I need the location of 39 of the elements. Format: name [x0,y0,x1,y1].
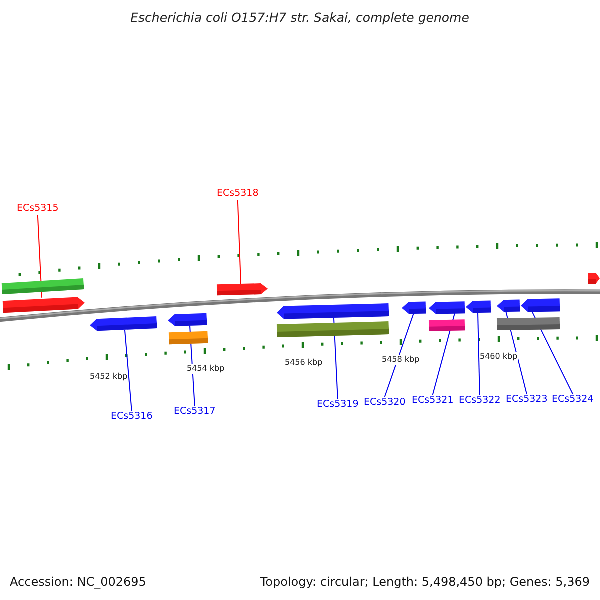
tick-label: 5452 kbp [90,372,128,382]
footer-text: Accession: NC_002695 [10,575,146,589]
gene-feature [90,316,158,332]
tick-label: 5456 kbp [285,358,323,368]
gene-label: ECs5322 [459,395,501,407]
gene-feature [588,272,600,285]
gene-label: ECs5323 [506,394,548,406]
gene-label: ECs5320 [364,397,406,409]
gene-label: ECs5324 [552,394,594,406]
gene-label: ECs5316 [111,411,153,423]
gene-label: ECs5321 [412,395,454,407]
gene-label: ECs5317 [174,406,216,418]
gene-bar [428,318,466,332]
gene-bar [2,278,84,296]
footer-text: Topology: circular; Length: 5,498,450 bp; Genes: 5,369 [260,575,590,589]
leader-line [432,312,456,396]
gene-label: ECs5318 [217,188,259,200]
gene-label: ECs5319 [317,399,359,411]
leader-line [478,312,480,396]
gene-feature [466,300,492,314]
title: Escherichia coli O157:H7 str. Sakai, complete genome [130,10,470,25]
tick-label: 5458 kbp [382,355,420,365]
leader-line [384,312,414,398]
leader-line [532,310,574,394]
gene-feature [428,300,466,316]
gene-feature [168,312,208,328]
tick-label: 5454 kbp [187,364,225,374]
gene-bar [168,330,208,346]
gene-feature [276,302,390,320]
leader-line [237,200,242,285]
gene-label: ECs5315 [17,203,59,215]
tick-label: 5460 kbp [480,352,518,362]
gene-feature [2,296,86,314]
gene-bar [276,320,390,338]
leader-line [124,330,132,412]
gene-feature [496,298,520,314]
gene-feature [402,300,426,316]
gene-bar [496,316,560,332]
gene-feature [216,282,268,297]
